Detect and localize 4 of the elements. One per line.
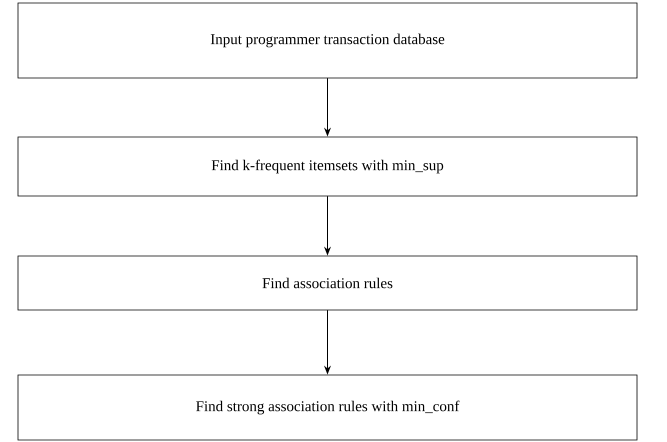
process-box: Find association rules xyxy=(18,256,638,310)
process-box: Find strong association rules with min_conf xyxy=(18,374,638,440)
process-box: Find k-frequent itemsets with min_sup xyxy=(18,136,638,196)
process-box: Input programmer transaction database xyxy=(18,2,638,78)
